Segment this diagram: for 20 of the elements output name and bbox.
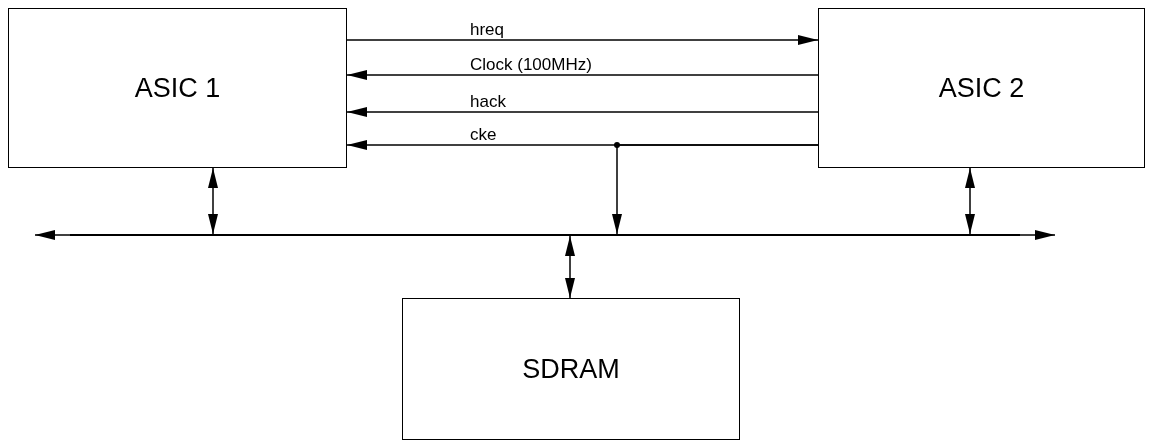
arrow <box>346 70 819 80</box>
block-label: ASIC 1 <box>134 72 221 104</box>
block-label: SDRAM <box>522 353 620 385</box>
arrow <box>346 35 819 45</box>
bus-line <box>70 234 1020 236</box>
chip-block <box>818 8 1145 168</box>
chip-block <box>8 8 347 168</box>
arrow <box>565 235 575 299</box>
block-label: ASIC 2 <box>938 72 1025 104</box>
arrow <box>208 167 218 235</box>
chip-block <box>402 298 740 440</box>
signal-label: hack <box>470 93 506 110</box>
signal-label: cke <box>470 126 497 143</box>
signal-label: hreq <box>470 21 505 38</box>
arrow <box>1019 230 1056 240</box>
signal-label: Clock (100MHz) <box>470 56 592 73</box>
arrow <box>965 167 975 235</box>
arrow <box>346 107 819 117</box>
arrow <box>612 144 819 235</box>
arrow <box>34 230 71 240</box>
